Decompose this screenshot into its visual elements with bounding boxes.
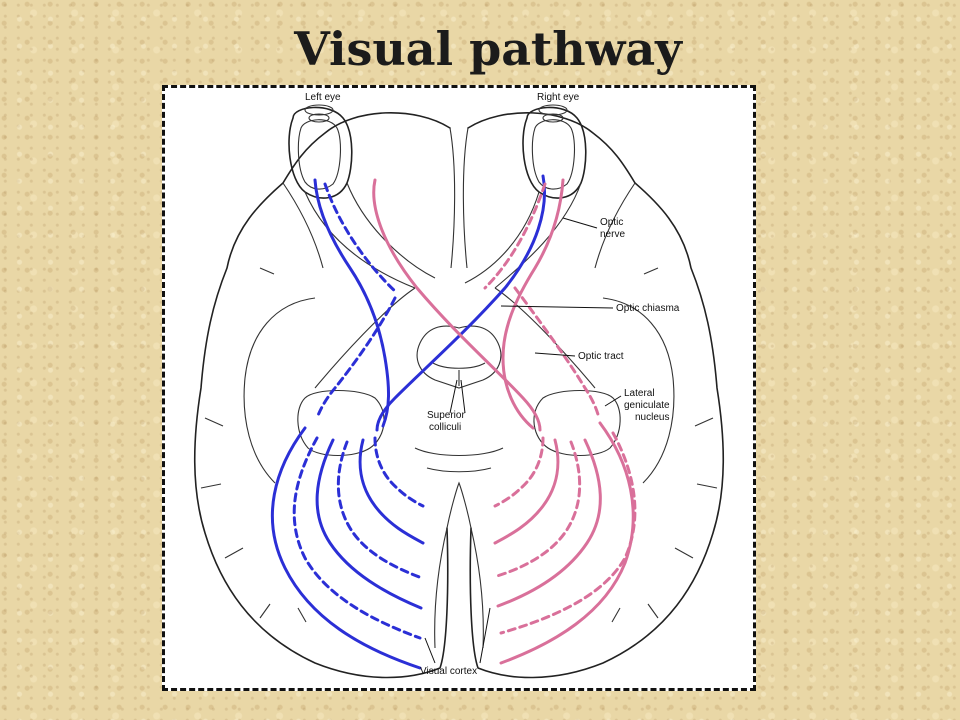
- left-temporal-fold: [243, 182, 324, 484]
- visual-cortex-pointer: [424, 607, 491, 664]
- optic-nerve-outline: [304, 182, 596, 389]
- left-pathway: [270, 174, 546, 670]
- slide-title: Visual pathway: [294, 22, 682, 76]
- superior-colliculi-pointer: [449, 379, 466, 414]
- superior-colliculi-label-line1: Superior: [427, 410, 465, 421]
- longitudinal-fissure: [446, 127, 472, 529]
- lgn-pointer: [604, 395, 622, 407]
- optic-tract-label: Optic tract: [578, 351, 624, 362]
- brainstem-outline: [414, 447, 504, 473]
- left-hemisphere-outline: [193, 112, 451, 679]
- cortex-sulci: [200, 267, 718, 623]
- right-eye-label: Right eye: [537, 92, 580, 103]
- optic-nerve-label-line2: nerve: [600, 229, 625, 240]
- optic-chiasma-label: Optic chiasma: [616, 303, 680, 314]
- lgn-label-line3: nucleus: [635, 412, 669, 423]
- left-eye-label: Left eye: [305, 92, 341, 103]
- right-temporal-fold: [594, 182, 675, 484]
- visual-pathway-diagram: Left eye Right eye Optic nerve Optic chi…: [193, 92, 725, 679]
- lgn-label-line1: Lateral: [624, 388, 655, 399]
- diagram-frame: Left eye Right eye Optic nerve Optic chi…: [162, 85, 756, 691]
- occipital-fissure: [434, 527, 484, 649]
- right-pathway: [372, 178, 637, 665]
- right-eye: [522, 104, 587, 199]
- left-lgn: [297, 390, 385, 456]
- right-hemisphere-outline: [467, 112, 725, 679]
- optic-nerve-label-line1: Optic: [600, 217, 623, 228]
- lgn-label-line2: geniculate: [624, 400, 670, 411]
- visual-cortex-label: Visual cortex: [420, 666, 477, 677]
- superior-colliculi-label-line2: colliculi: [429, 422, 461, 433]
- right-lgn: [533, 390, 621, 456]
- left-eye: [288, 104, 353, 199]
- optic-chiasma-pointer: [500, 305, 614, 309]
- optic-tract-pointer: [534, 352, 576, 357]
- optic-nerve-pointer: [562, 217, 598, 229]
- midbrain: [416, 325, 502, 389]
